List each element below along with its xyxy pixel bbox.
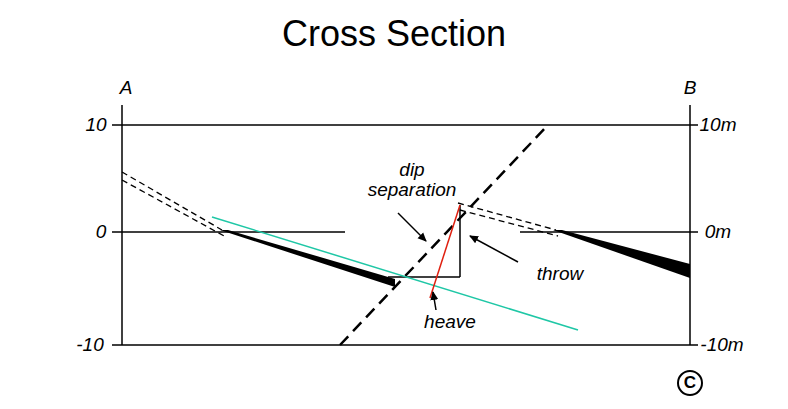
throw-label: throw: [535, 264, 585, 284]
leader-arrow: [398, 213, 426, 241]
elevation-label: -10m: [700, 335, 743, 355]
fault-plane: [340, 125, 548, 345]
right-axis: [689, 105, 691, 345]
leader-arrow: [433, 292, 436, 310]
section-end-label: A: [120, 78, 133, 98]
figure-letter: C: [677, 370, 703, 396]
elevation-label: 0m: [705, 222, 731, 242]
elevation-label: 0: [96, 222, 107, 242]
elevation-label: 10: [85, 115, 106, 135]
heave-label: heave: [422, 312, 478, 332]
throw-line: [459, 205, 461, 277]
eroded-bed-trace: [122, 172, 222, 230]
eroded-bed-trace: [122, 180, 226, 237]
leader-arrow: [470, 236, 518, 262]
diagram-title: Cross Section: [282, 15, 506, 53]
left-axis: [121, 105, 123, 345]
eroded-bed-trace: [458, 203, 556, 230]
elevation-label: 10m: [700, 115, 737, 135]
elevation-label: -10: [76, 335, 103, 355]
dip-separation-label: dip separation: [362, 160, 462, 200]
dip-separation-line: [430, 205, 460, 298]
level-line: [520, 231, 698, 233]
section-end-label: B: [684, 78, 697, 98]
eroded-bed-trace: [460, 210, 558, 236]
heave-line: [388, 276, 460, 278]
level-line: [112, 124, 698, 126]
projected-bed-line: [212, 217, 578, 330]
bed-footwall: [220, 230, 395, 287]
level-line: [112, 344, 698, 346]
